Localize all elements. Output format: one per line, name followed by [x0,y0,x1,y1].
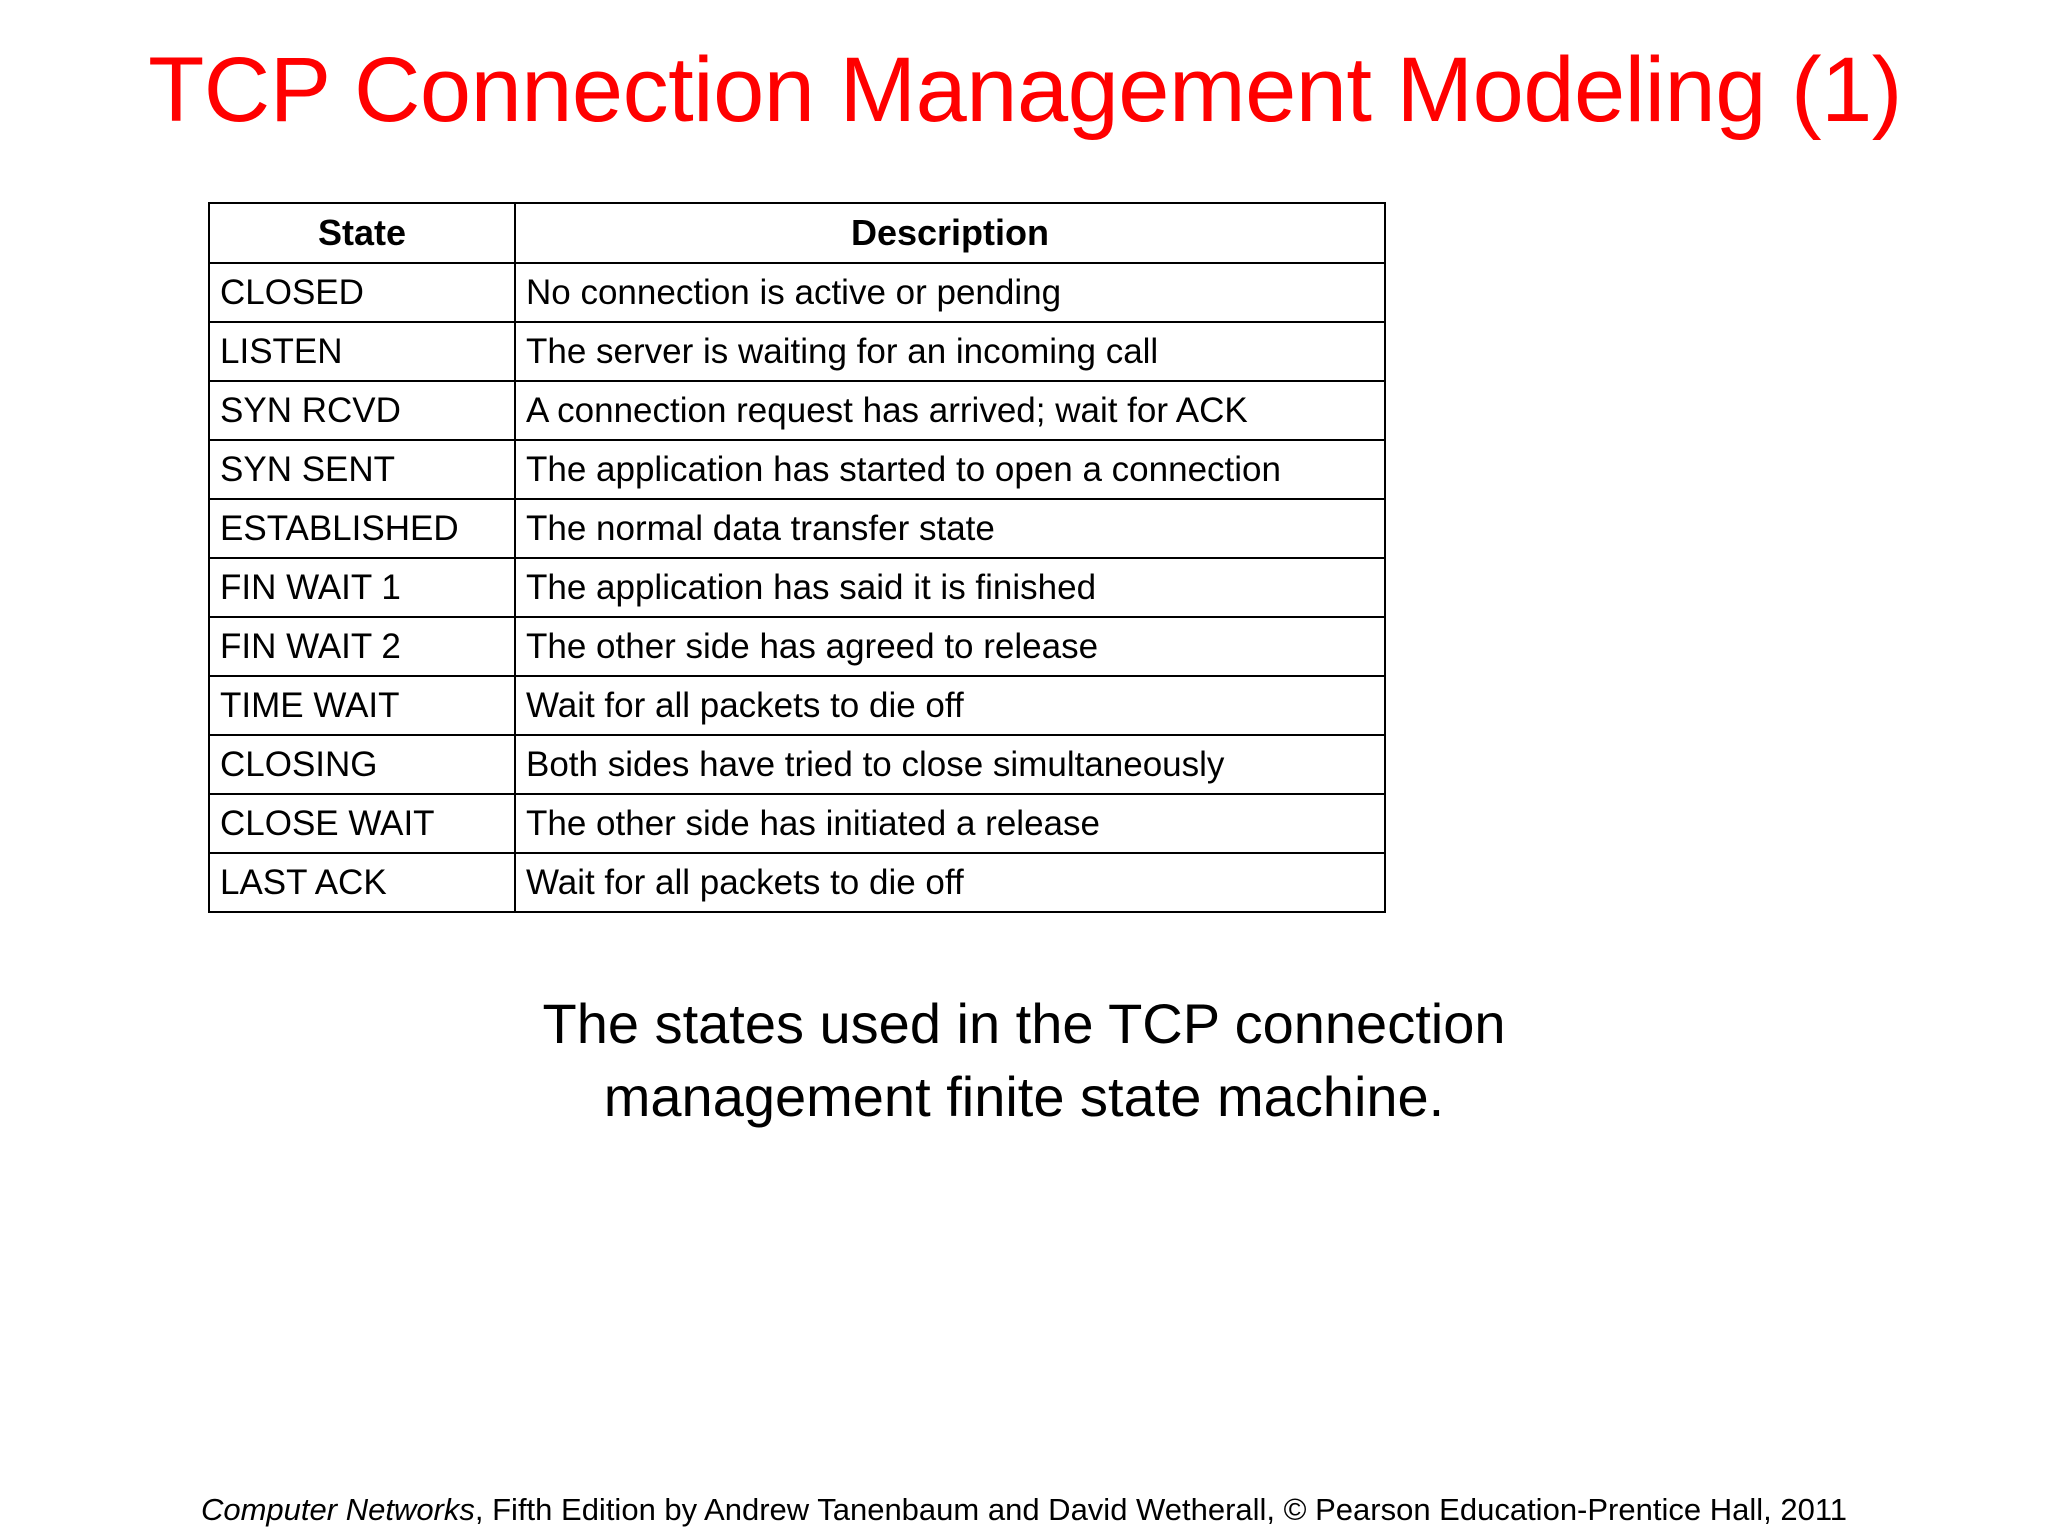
cell-description: Wait for all packets to die off [514,852,1386,913]
cell-description: The other side has agreed to release [514,616,1386,677]
cell-description: The other side has initiated a release [514,793,1386,854]
caption-line-2: management finite state machine. [603,1064,1445,1128]
citation-rest: , Fifth Edition by Andrew Tanenbaum and … [474,1491,1848,1527]
cell-state: SYN RCVD [208,380,516,441]
cell-description: The application has said it is finished [514,557,1386,618]
table-row: LISTEN The server is waiting for an inco… [208,321,1386,382]
cell-state: LISTEN [208,321,516,382]
cell-state: FIN WAIT 2 [208,616,516,677]
table-row: CLOSING Both sides have tried to close s… [208,734,1386,795]
table-row: TIME WAIT Wait for all packets to die of… [208,675,1386,736]
cell-state: SYN SENT [208,439,516,500]
table-body: CLOSED No connection is active or pendin… [208,262,1386,913]
cell-state: ESTABLISHED [208,498,516,559]
cell-state: CLOSED [208,262,516,323]
table-row: FIN WAIT 2 The other side has agreed to … [208,616,1386,677]
cell-state: TIME WAIT [208,675,516,736]
caption-line-1: The states used in the TCP connection [542,992,1506,1055]
cell-description: Wait for all packets to die off [514,675,1386,736]
table-row: SYN SENT The application has started to … [208,439,1386,500]
cell-description: The application has started to open a co… [514,439,1386,500]
slide-caption: The states used in the TCP connection ma… [0,988,2048,1134]
citation-book-title: Computer Networks [200,1491,475,1527]
page-title: TCP Connection Management Modeling (1) [148,39,1902,141]
cell-state: CLOSE WAIT [208,793,516,854]
table-row: SYN RCVD A connection request has arrive… [208,380,1386,441]
table-row: LAST ACK Wait for all packets to die off [208,852,1386,913]
cell-description: The server is waiting for an incoming ca… [514,321,1386,382]
table-row: FIN WAIT 1 The application has said it i… [208,557,1386,618]
cell-state: LAST ACK [208,852,516,913]
table-row: ESTABLISHED The normal data transfer sta… [208,498,1386,559]
table-header-row: State Description [208,202,1386,264]
source-citation: Computer Networks, Fifth Edition by Andr… [0,1491,2048,1528]
cell-description: No connection is active or pending [514,262,1386,323]
column-header-state: State [208,202,516,264]
cell-state: FIN WAIT 1 [208,557,516,618]
column-header-description: Description [514,202,1386,264]
cell-state: CLOSING [208,734,516,795]
table-row: CLOSED No connection is active or pendin… [208,262,1386,323]
state-table-container: State Description CLOSED No connection i… [208,202,1386,913]
cell-description: A connection request has arrived; wait f… [514,380,1386,441]
cell-description: Both sides have tried to close simultane… [514,734,1386,795]
cell-description: The normal data transfer state [514,498,1386,559]
tcp-state-table: State Description CLOSED No connection i… [208,202,1386,913]
table-row: CLOSE WAIT The other side has initiated … [208,793,1386,854]
